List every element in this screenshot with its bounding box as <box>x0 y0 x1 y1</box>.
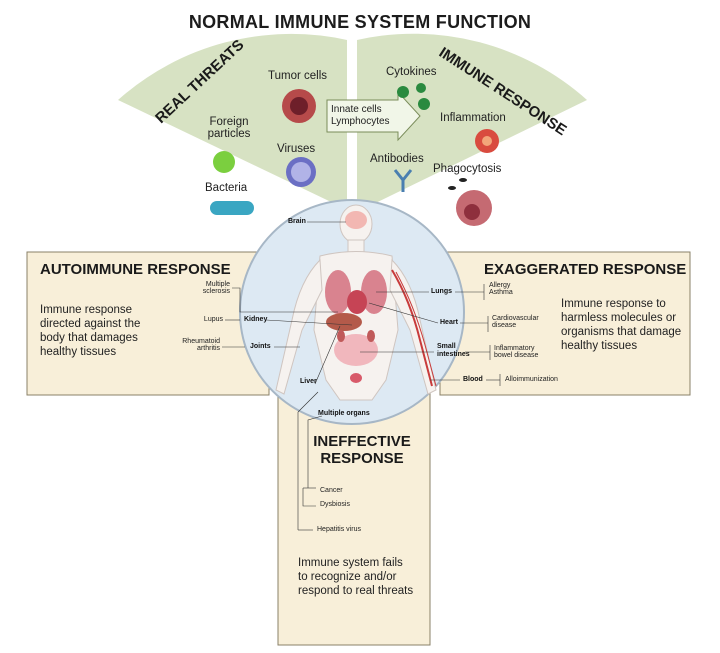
lupus-label: Lupus <box>203 316 223 323</box>
organ-shapes <box>325 211 437 387</box>
rheumatoid-arthritis-label: Rheumatoid arthritis <box>170 338 220 352</box>
lymphocytes-label: Lymphocytes <box>331 116 390 127</box>
foreign-particle-icon <box>213 151 235 173</box>
small-intestines-line-2: intestines <box>437 351 470 358</box>
foreign-particles-label: Foreign particles <box>200 116 258 140</box>
cancer-label: Cancer <box>320 487 343 494</box>
hepatitis-label: Hepatitis virus <box>317 526 361 533</box>
allergy-label: Allergy <box>489 282 511 289</box>
cytokine-icon <box>397 83 430 110</box>
cardiovascular-line-1: Cardiovascular <box>492 315 539 322</box>
ineffective-desc-line-3: respond to real threats <box>298 585 414 597</box>
exaggerated-heading: EXAGGERATED RESPONSE <box>484 261 687 278</box>
organ-brain-label: Brain <box>288 218 306 225</box>
cardiovascular-line-2: disease <box>492 322 517 329</box>
organ-liver-label: Liver <box>300 378 317 385</box>
ineffective-description: Immune system fails to recognize and/or … <box>298 556 413 598</box>
virus-icon <box>286 157 316 187</box>
organ-blood-label: Blood <box>463 376 483 383</box>
exaggerated-panel <box>439 251 691 396</box>
multiple-sclerosis-line-1: Multiple <box>205 281 230 288</box>
autoimmune-description: Immune response directed against the bod… <box>40 303 140 359</box>
antibody-icon <box>393 169 413 192</box>
inflammation-label: Inflammation <box>440 112 506 124</box>
autoimmune-desc-line-4: healthy tissues <box>40 346 117 358</box>
phagocytosis-label: Phagocytosis <box>433 163 502 175</box>
autoimmune-desc-line-2: directed against the <box>40 318 141 330</box>
foreign-particles-line-2: particles <box>207 128 251 140</box>
rheumatoid-arthritis-line-1: Rheumatoid <box>182 338 220 345</box>
multiple-sclerosis-line-2: sclerosis <box>202 288 230 295</box>
cardiovascular-label: Cardiovascular disease <box>492 315 539 329</box>
exaggerated-description: Immune response to harmless molecules or… <box>561 297 681 353</box>
inflammation-icon <box>475 129 499 153</box>
ibd-line-1: Inflammatory <box>494 345 535 352</box>
innate-cells-label: Innate cells <box>331 104 382 115</box>
bacteria-label: Bacteria <box>205 182 248 194</box>
organ-joints-label: Joints <box>250 343 271 350</box>
autoimmune-heading: AUTOIMMUNE RESPONSE <box>40 261 231 278</box>
fan-responses <box>357 33 587 212</box>
exaggerated-desc-line-4: healthy tissues <box>561 340 638 352</box>
allergy-asthma-label: Allergy Asthma <box>489 282 513 296</box>
ineffective-heading-line-2: RESPONSE <box>320 450 404 467</box>
multiple-sclerosis-label: Multiple sclerosis <box>190 281 230 295</box>
alloimmunization-label: Alloimmunization <box>505 376 558 383</box>
exaggerated-desc-line-3: organisms that damage <box>561 326 682 338</box>
cancer-dysbiosis-label: Cancer Dysbiosis <box>320 484 350 512</box>
rheumatoid-arthritis-line-2: arthritis <box>197 345 220 352</box>
tumor-cell-icon <box>282 89 316 123</box>
exaggerated-desc-line-2: harmless molecules or <box>561 312 677 324</box>
ineffective-desc-line-1: Immune system fails <box>298 557 403 569</box>
organ-lungs-label: Lungs <box>431 288 452 295</box>
immune-response-heading: IMMUNE RESPONSE <box>436 44 570 139</box>
bacteria-icon <box>210 201 254 215</box>
cytokines-label: Cytokines <box>386 66 437 78</box>
real-threats-heading: REAL THREATS <box>152 36 247 126</box>
autoimmune-panel <box>26 251 270 396</box>
exaggerated-desc-line-1: Immune response to <box>561 298 666 310</box>
page-title: NORMAL IMMUNE SYSTEM FUNCTION <box>188 12 532 32</box>
tumor-cells-label: Tumor cells <box>268 70 327 82</box>
ibd-line-2: bowel disease <box>494 352 539 359</box>
dysbiosis-label: Dysbiosis <box>320 501 350 508</box>
viruses-label: Viruses <box>277 143 316 155</box>
ineffective-desc-line-2: to recognize and/or <box>298 571 397 583</box>
ineffective-heading-line-1: INEFFECTIVE <box>313 433 411 450</box>
foreign-particles-line-1: Foreign <box>209 116 249 128</box>
organ-small-intestines-label: Small intestines <box>437 343 470 359</box>
organ-kidney-label: Kidney <box>244 316 268 323</box>
small-intestines-line-1: Small <box>437 343 456 350</box>
autoimmune-desc-line-1: Immune response <box>40 304 133 316</box>
asthma-label: Asthma <box>489 289 513 296</box>
organ-heart-label: Heart <box>440 319 458 326</box>
ineffective-heading: INEFFECTIVE RESPONSE <box>312 433 412 467</box>
ineffective-panel <box>277 391 431 646</box>
organ-multiple-organs-label: Multiple organs <box>318 410 370 417</box>
arrow-box <box>326 90 421 142</box>
arrow-label: Innate cells Lymphocytes <box>331 104 390 128</box>
autoimmune-desc-line-3: body that damages <box>40 332 138 344</box>
phagocyte-icon <box>448 178 492 226</box>
antibodies-label: Antibodies <box>370 153 424 165</box>
ibd-label: Inflammatory bowel disease <box>494 345 538 359</box>
connector-lines <box>222 221 501 531</box>
